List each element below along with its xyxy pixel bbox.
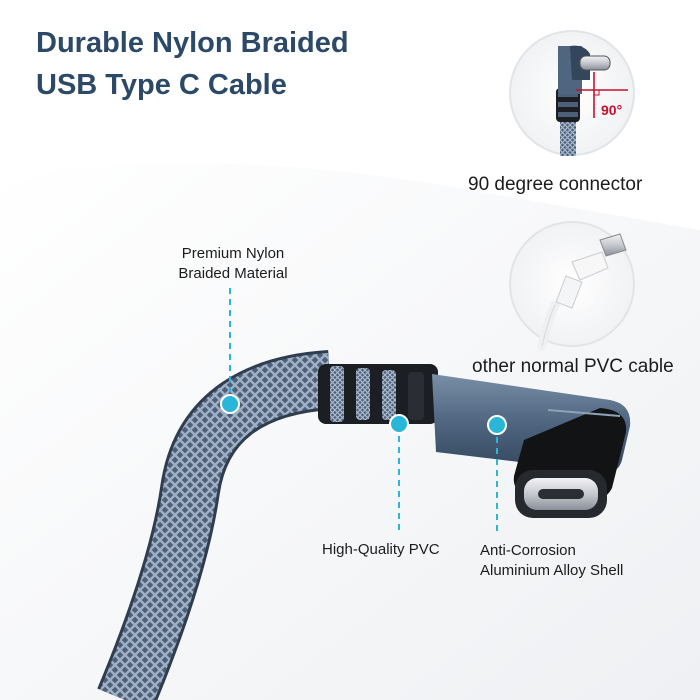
usb-c-plug xyxy=(515,470,607,518)
callout-nylon xyxy=(220,288,240,414)
label-pvc: High-Quality PVC xyxy=(322,541,440,558)
title-line-2: USB Type C Cable xyxy=(36,69,287,101)
caption-normal-pvc: other normal PVC cable xyxy=(472,356,674,377)
title-line-1: Durable Nylon Braided xyxy=(36,27,349,59)
label-shell: Anti-Corrosion Aluminium Alloy Shell xyxy=(480,541,623,581)
caption-90-degree: 90 degree connector xyxy=(468,174,643,195)
label-nylon: Premium Nylon Braided Material xyxy=(168,244,298,284)
angle-label: 90° xyxy=(601,102,622,118)
callout-shell xyxy=(487,415,507,534)
page-title: Durable Nylon Braided USB Type C Cable xyxy=(36,22,349,106)
label-shell-line-1: Anti-Corrosion xyxy=(480,542,576,559)
pvc-strain-relief xyxy=(318,364,438,424)
inset-normal-pvc-cable xyxy=(509,221,635,351)
inset-90-degree-connector xyxy=(509,30,635,156)
label-shell-line-2: Aluminium Alloy Shell xyxy=(480,562,624,579)
label-nylon-line-1: Premium Nylon xyxy=(181,245,285,262)
callout-pvc xyxy=(389,414,409,534)
label-nylon-line-2: Braided Material xyxy=(178,265,288,282)
